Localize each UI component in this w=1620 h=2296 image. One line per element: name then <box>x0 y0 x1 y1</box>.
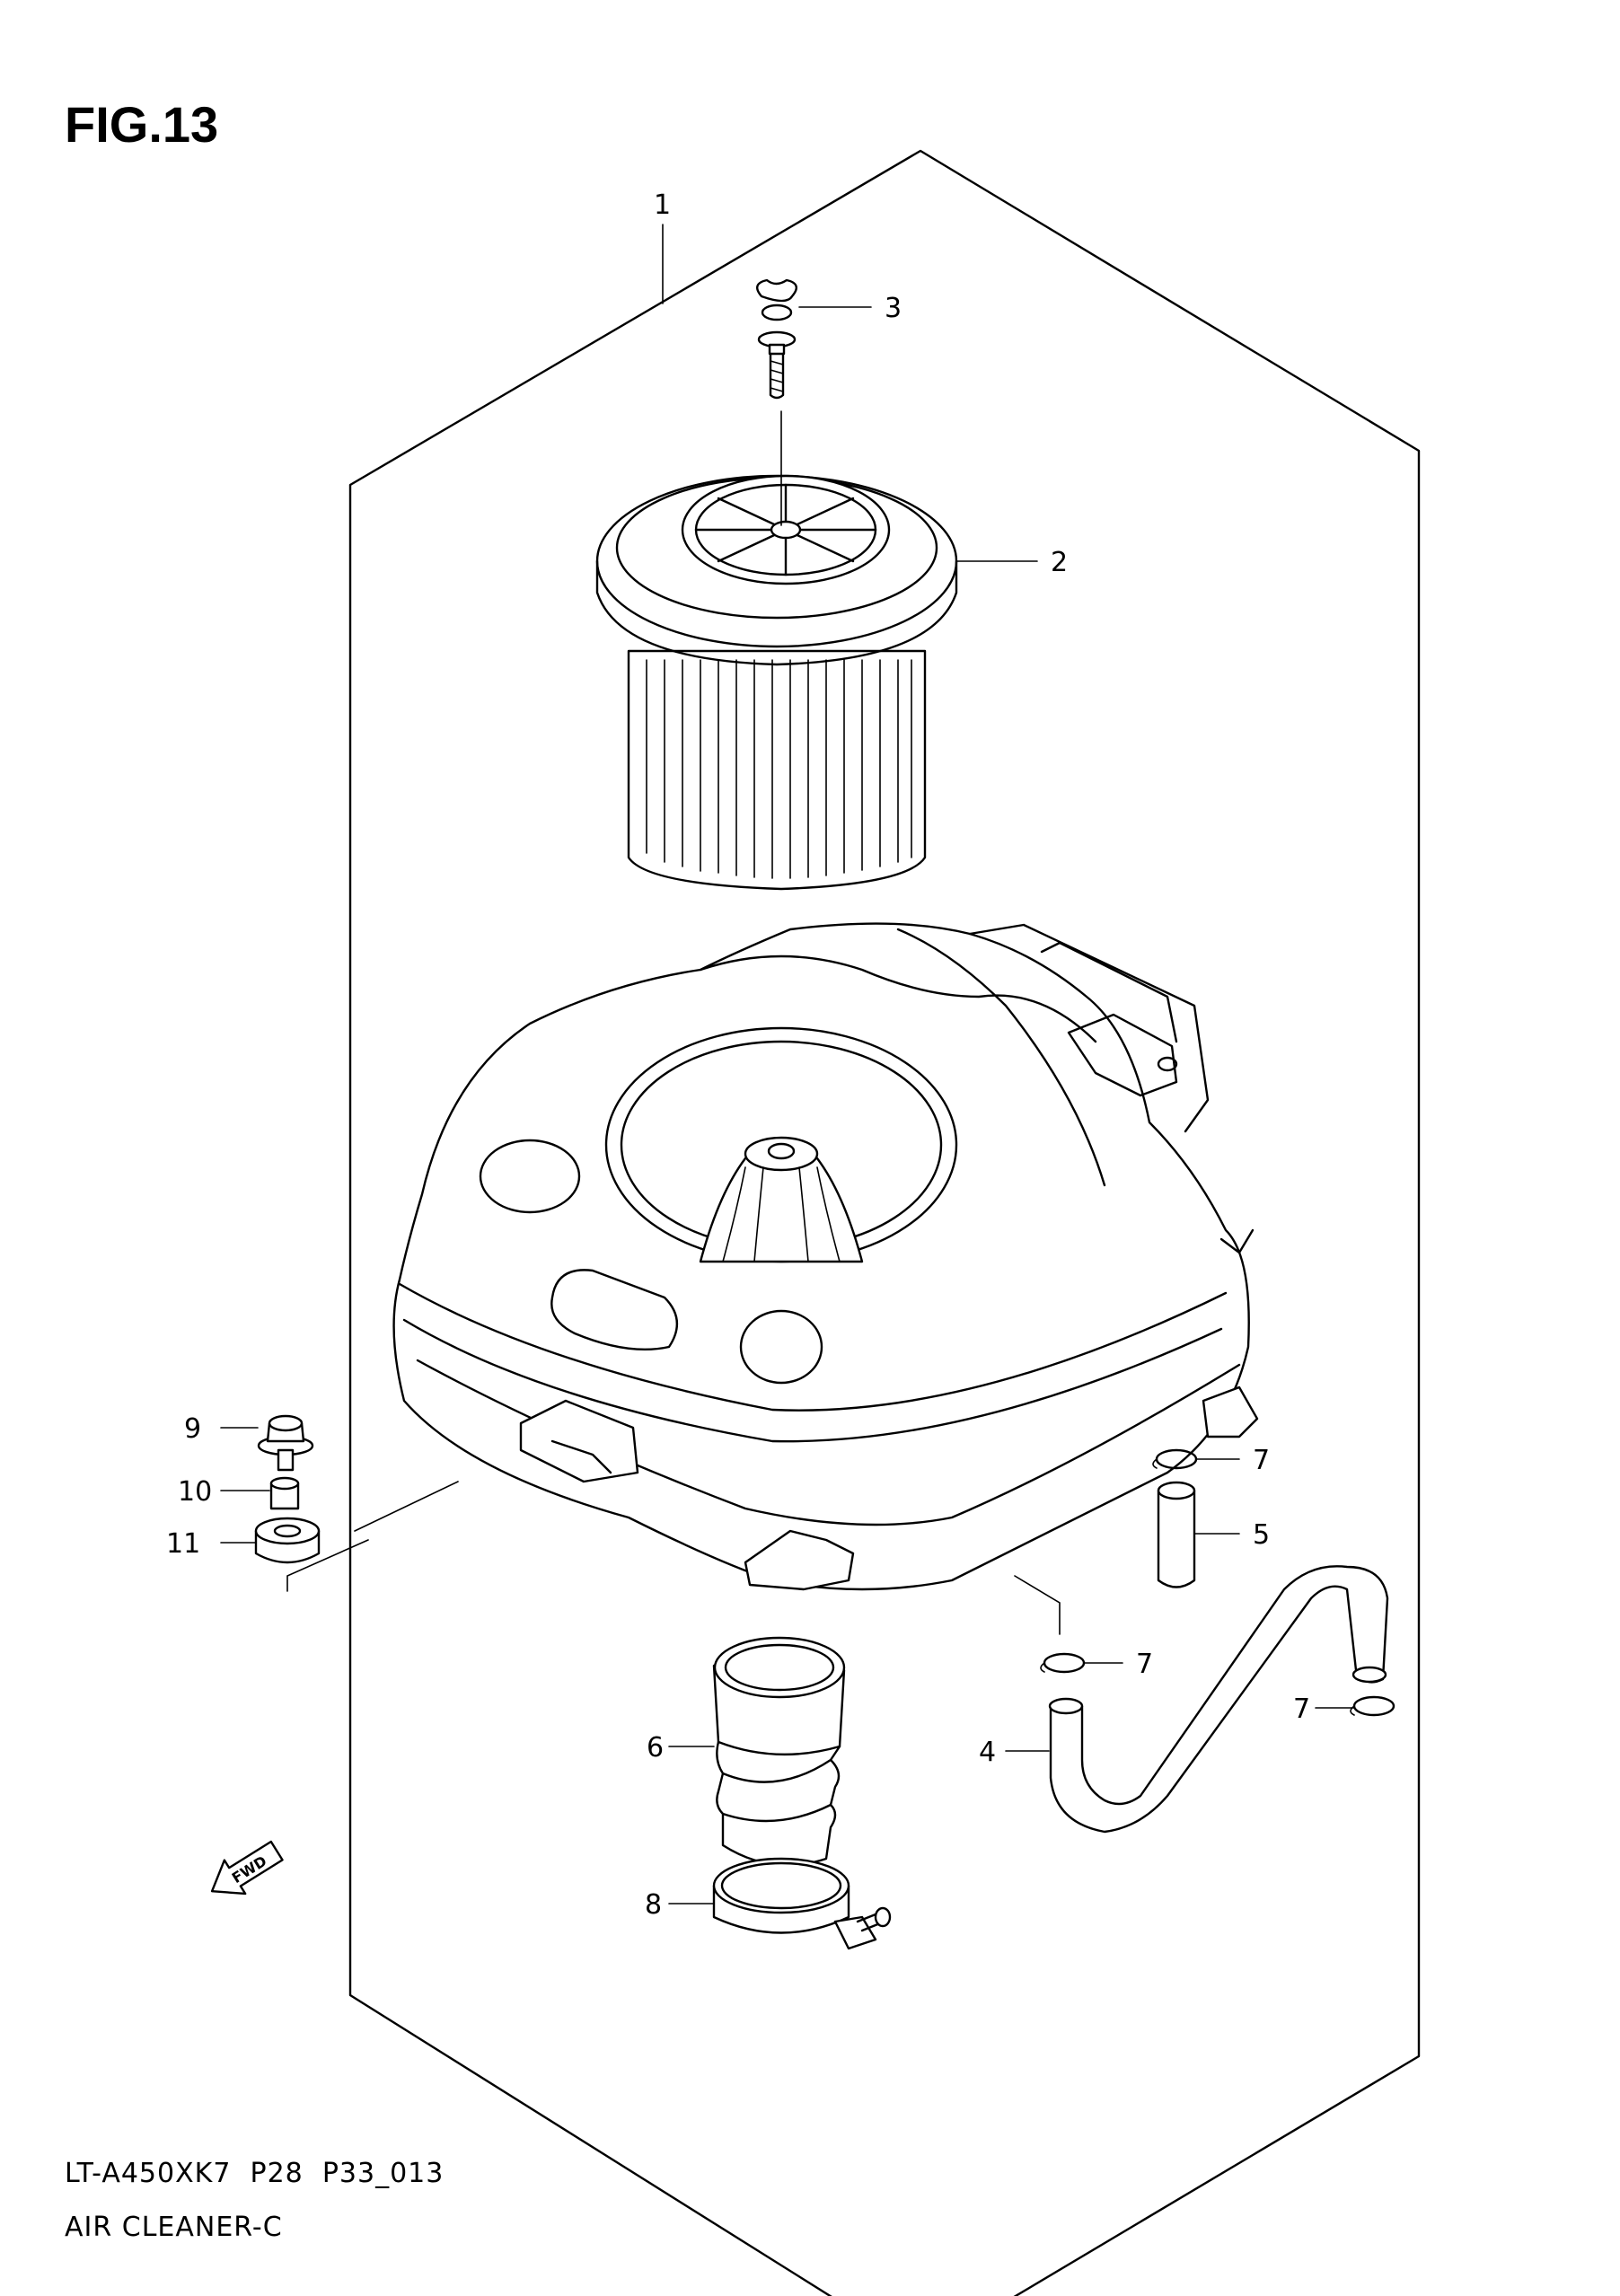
callout-6: 6 <box>647 1732 664 1764</box>
part-3-wing-bolt <box>756 278 797 400</box>
part-11-grommet <box>254 1517 321 1564</box>
callout-10: 10 <box>178 1476 212 1508</box>
callout-11: 11 <box>166 1528 200 1560</box>
callout-5: 5 <box>1253 1519 1270 1551</box>
part-10-collar <box>269 1476 300 1510</box>
callout-3: 3 <box>885 293 902 324</box>
fwd-arrow-icon: FWD <box>210 1840 284 1896</box>
leader-lines <box>220 224 1355 1905</box>
footer-name: AIR CLEANER-C <box>65 2212 283 2243</box>
part-8-band-clamp <box>712 1857 892 1950</box>
part-2-air-filter <box>595 410 958 891</box>
callout-1: 1 <box>654 189 671 221</box>
part-9-bolt <box>257 1414 314 1472</box>
callout-9: 9 <box>184 1413 201 1445</box>
callout-4: 4 <box>979 1737 996 1768</box>
air-cleaner-case <box>392 922 1259 1591</box>
callout-8: 8 <box>645 1889 662 1921</box>
callout-7c: 7 <box>1293 1693 1310 1725</box>
callout-2: 2 <box>1051 547 1068 578</box>
part-5-hose <box>1157 1481 1196 1588</box>
footer-code: LT-A450XK7 P28 P33_013 <box>65 2158 444 2189</box>
assembly-boundary <box>348 149 1421 2296</box>
figure-title: FIG.13 <box>65 96 218 153</box>
part-7-clamp-c <box>1350 1695 1395 1717</box>
part-6-intake-boot <box>712 1636 846 1867</box>
callout-7b: 7 <box>1136 1649 1153 1680</box>
part-7-clamp-b <box>1040 1652 1086 1674</box>
part-4-breather-hose <box>1048 1565 1389 1834</box>
callout-7a: 7 <box>1253 1445 1270 1476</box>
